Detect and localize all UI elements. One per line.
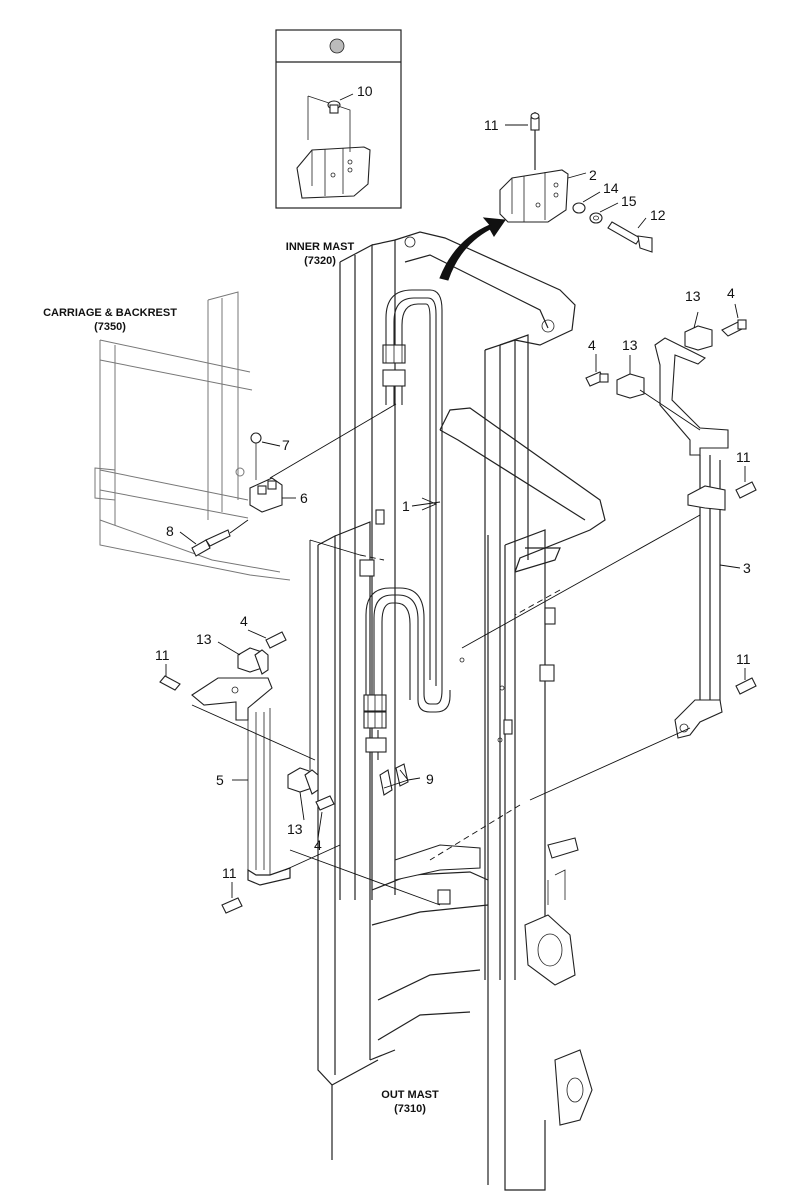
callout-14: 14 <box>603 180 619 196</box>
leader-lines <box>165 124 746 906</box>
detail-inset <box>275 29 402 209</box>
callout-15: 15 <box>621 193 637 209</box>
out-mast-code: (7310) <box>394 1103 426 1115</box>
washer-icon <box>589 212 603 224</box>
callout-1: 1 <box>402 498 410 514</box>
fitting-icon <box>395 763 409 787</box>
detail-arrow <box>439 217 506 281</box>
callout-11: 11 <box>155 647 170 663</box>
inner-mast <box>339 231 606 980</box>
callout-13: 13 <box>685 288 701 304</box>
out-mast-label: OUT MAST <box>381 1089 439 1101</box>
hose-connector-block <box>249 403 397 513</box>
callout-10: 10 <box>357 83 373 99</box>
bolt-8 <box>191 519 249 557</box>
callout-5: 5 <box>216 772 224 788</box>
washer-icon <box>572 202 586 214</box>
bolt-icon <box>315 795 335 811</box>
callout-12: 12 <box>650 207 666 223</box>
inner-mast-label: INNER MAST <box>286 241 355 253</box>
text-labels: INNER MAST (7320) CARRIAGE & BACKREST (7… <box>43 241 439 1115</box>
hose-guide-bracket-right <box>616 325 729 739</box>
callout-13: 13 <box>622 337 638 353</box>
callout-6: 6 <box>300 490 308 506</box>
bolt-icon <box>265 631 287 649</box>
bolt-icon <box>735 677 757 695</box>
callout-numbers: 10 11 2 14 15 12 13 4 4 13 11 3 11 7 6 1… <box>155 83 751 881</box>
callout-2: 2 <box>589 167 597 183</box>
bolt-icon <box>735 481 757 499</box>
reference-dot-icon <box>329 38 345 54</box>
callout-11: 11 <box>484 117 499 133</box>
callout-8: 8 <box>166 523 174 539</box>
inner-mast-code: (7320) <box>304 255 336 267</box>
hydraulic-hose <box>363 289 451 760</box>
fitting-icon <box>379 769 393 796</box>
outer-mast <box>317 521 593 1191</box>
carriage-code: (7350) <box>94 321 126 333</box>
callout-13: 13 <box>287 821 303 837</box>
callout-4: 4 <box>588 337 596 353</box>
plug-icon <box>250 432 262 444</box>
callout-11: 11 <box>222 865 237 881</box>
hose-guide-bracket-left <box>191 647 319 886</box>
callout-3: 3 <box>743 560 751 576</box>
bolt-icon <box>221 897 243 914</box>
callout-4: 4 <box>240 613 248 629</box>
hose-bracket-top <box>499 112 653 253</box>
callout-7: 7 <box>282 437 290 453</box>
bolts <box>159 319 757 914</box>
bolt-icon <box>607 221 641 245</box>
callout-9: 9 <box>426 771 434 787</box>
callout-4: 4 <box>314 837 322 853</box>
callout-13: 13 <box>196 631 212 647</box>
grease-nipple-icon <box>530 117 540 131</box>
bolt-icon <box>159 675 181 691</box>
carriage-label: CARRIAGE & BACKREST <box>43 307 177 319</box>
callout-11: 11 <box>736 449 751 465</box>
callout-11: 11 <box>736 651 751 667</box>
callout-4: 4 <box>727 285 735 301</box>
carriage-backrest <box>94 291 291 581</box>
